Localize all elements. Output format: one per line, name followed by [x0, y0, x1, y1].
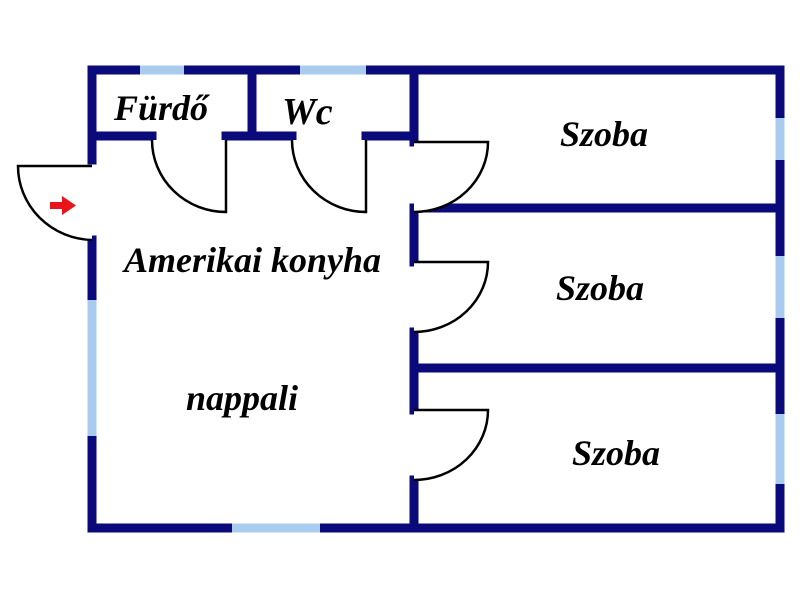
- label-bathroom: Fürdő: [113, 88, 210, 128]
- doors: [16, 139, 490, 482]
- label-wc: Wc: [282, 91, 333, 133]
- label-kitchen: Amerikai konyha: [122, 240, 381, 280]
- red-arrow-icon: [50, 196, 76, 215]
- room-3-door: [413, 408, 490, 482]
- label-living: nappali: [186, 378, 298, 418]
- windows: [87, 65, 785, 533]
- bathroom-door: [150, 139, 228, 214]
- label-room-1: Szoba: [560, 114, 648, 154]
- room-1-door: [413, 140, 490, 214]
- wc-door: [290, 139, 368, 214]
- label-room-2: Szoba: [556, 268, 644, 308]
- room-2-door: [413, 260, 490, 334]
- label-room-3: Szoba: [572, 433, 660, 473]
